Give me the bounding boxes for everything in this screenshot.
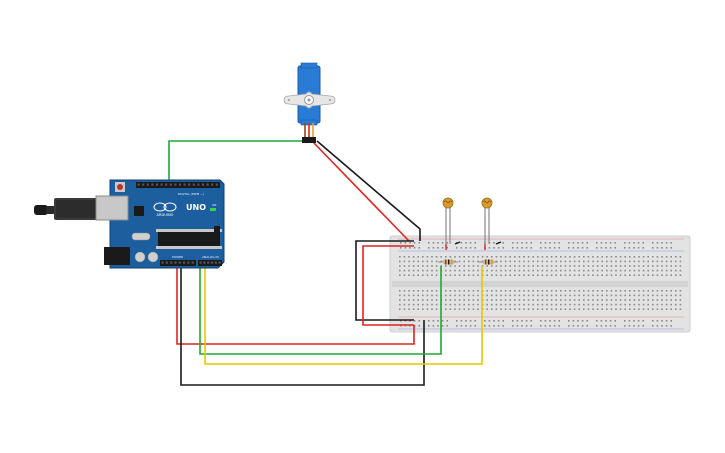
photoresistor-right[interactable] bbox=[481, 197, 493, 244]
arduino-logo: ARDUINO UNO bbox=[153, 202, 206, 217]
power-analog-header-pins bbox=[161, 261, 221, 264]
arduino-uno-board[interactable]: ARDUINO UNO DIGITAL (PWM ~) POWER ANALOG… bbox=[34, 179, 225, 269]
servo-mount-tab-top bbox=[300, 62, 318, 69]
power-label: POWER bbox=[172, 255, 183, 259]
servo-motor[interactable] bbox=[283, 62, 336, 143]
capacitor-1 bbox=[134, 251, 146, 263]
analog-header[interactable] bbox=[198, 260, 222, 266]
wire-black-servo-ground[interactable] bbox=[316, 140, 421, 241]
on-led bbox=[210, 208, 216, 211]
wire-green-servo-signal[interactable] bbox=[168, 140, 305, 186]
digital-label: DIGITAL (PWM ~) bbox=[178, 192, 204, 196]
wire-yellow-a1[interactable] bbox=[204, 266, 483, 365]
digital-header[interactable] bbox=[136, 182, 220, 188]
wire-black-gnd[interactable] bbox=[180, 267, 425, 386]
power-jack bbox=[104, 247, 130, 265]
analog-label: ANALOG IN bbox=[202, 255, 219, 259]
arduino-model-label: UNO bbox=[186, 203, 206, 212]
wires bbox=[168, 140, 483, 386]
usb-jack bbox=[95, 195, 129, 221]
breadboard-center-channel bbox=[392, 281, 688, 287]
usb-chip bbox=[134, 206, 144, 216]
wire-black-rail-jumper[interactable] bbox=[355, 240, 414, 321]
breadboard[interactable] bbox=[389, 235, 691, 333]
resistor-left[interactable] bbox=[438, 259, 458, 265]
wire-red-servo-power[interactable] bbox=[311, 140, 410, 242]
servo-connector bbox=[302, 137, 316, 143]
wire-red-5v[interactable] bbox=[176, 267, 415, 345]
wire-red-rail-jumper[interactable] bbox=[362, 245, 414, 326]
capacitor-2 bbox=[147, 251, 159, 263]
wire-red-ldr-left bbox=[445, 241, 461, 250]
digital-header-pins bbox=[137, 183, 218, 186]
arduino-brand-label: ARDUINO bbox=[157, 213, 174, 217]
crystal-oscillator bbox=[131, 232, 151, 241]
wire-green-a0[interactable] bbox=[199, 266, 442, 355]
wire-red-ldr-right bbox=[484, 241, 502, 250]
resistor-right[interactable] bbox=[478, 259, 498, 265]
power-header[interactable] bbox=[160, 260, 196, 266]
usb-cable[interactable] bbox=[34, 198, 100, 220]
photoresistor-left[interactable] bbox=[442, 197, 454, 244]
on-label: ON bbox=[212, 203, 216, 207]
atmega-chip bbox=[158, 232, 220, 246]
icsp-header bbox=[214, 226, 220, 236]
